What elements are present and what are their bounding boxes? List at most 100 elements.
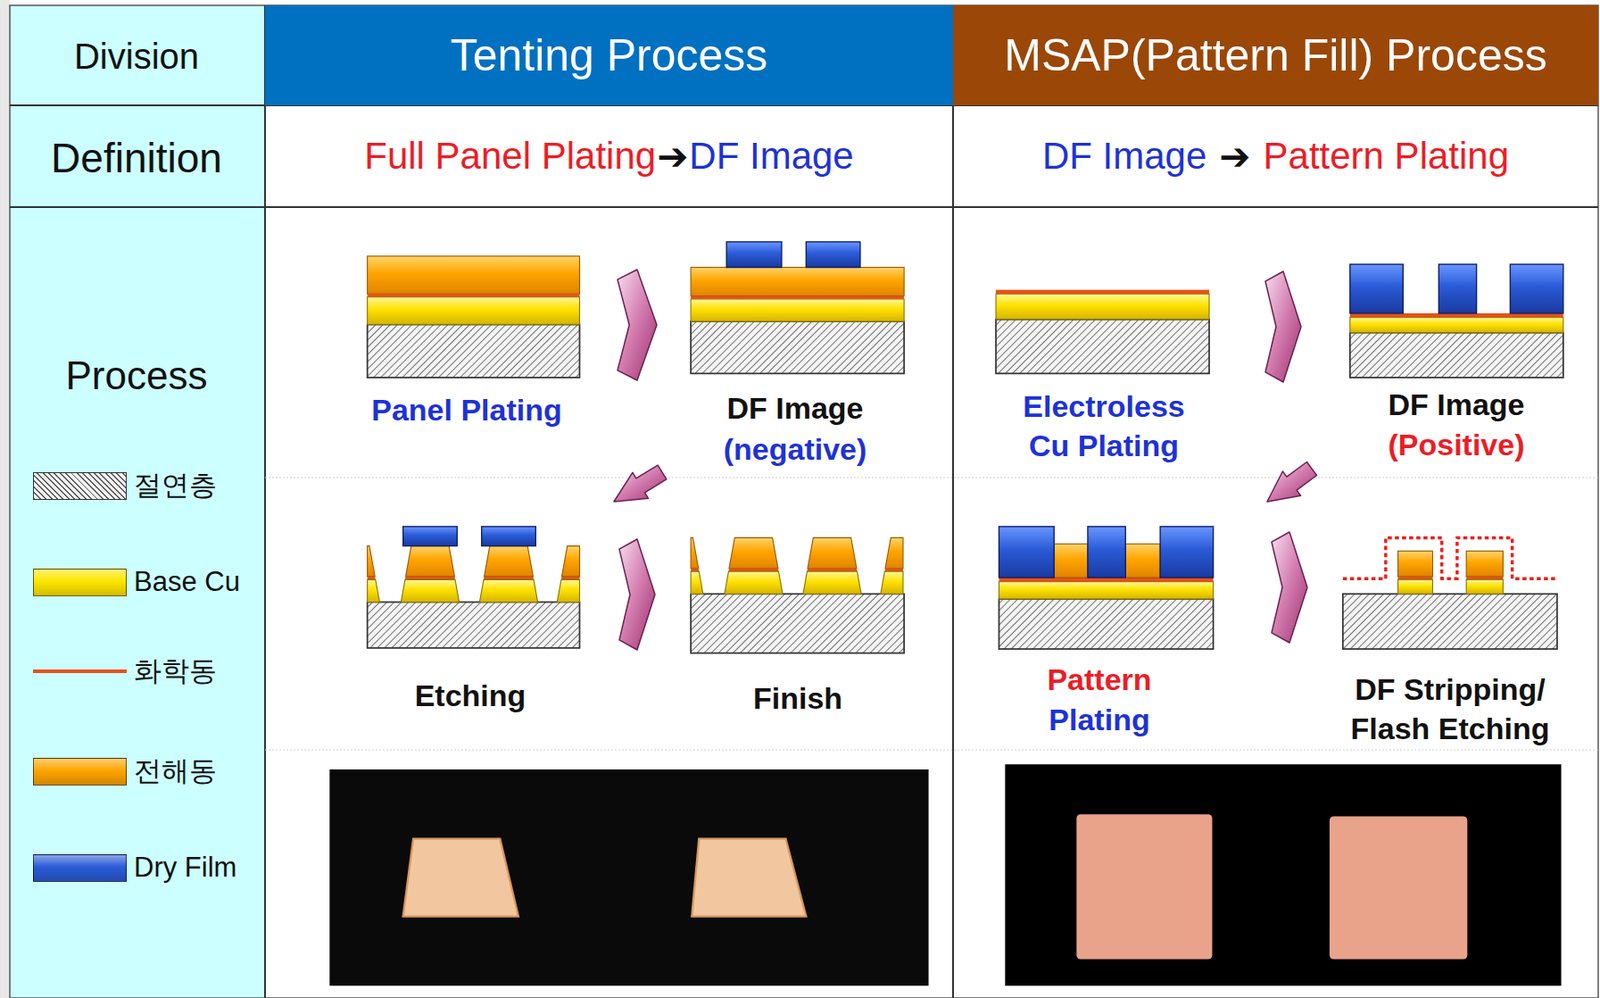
definition-row: DF Image➔Pattern Plating: [953, 105, 1599, 208]
chemical-cu-layer: [998, 577, 1213, 582]
legend-swatch: [33, 472, 127, 500]
electro-cu-trace: [367, 546, 376, 577]
step-caption: Plating: [1048, 699, 1150, 739]
electro-cu-trace: [484, 546, 534, 577]
insulation-layer: [367, 324, 581, 378]
base-cu-trace: [479, 579, 538, 602]
step-caption: Electroless Cu Plating: [1008, 386, 1201, 465]
process-step: Etching: [356, 501, 620, 759]
process-step: Finish: [654, 501, 923, 759]
legend-text: 절연층: [133, 466, 217, 505]
etching-stack: [367, 526, 581, 648]
insulation-layer: [995, 319, 1210, 374]
chemical-cu-layer: [1350, 313, 1564, 318]
step-caption: Pattern: [1046, 659, 1152, 699]
definition-text: Pattern Plating: [1263, 134, 1510, 178]
process-arrow: [617, 269, 657, 381]
electro-cu-layer: [690, 267, 904, 297]
electro-cu-fill: [1125, 543, 1161, 578]
sub-row-line: [265, 749, 1599, 751]
dry-film: [726, 241, 782, 268]
electro-cu-trace: [1466, 550, 1503, 577]
process-arrow: [613, 464, 667, 502]
table-border: [9, 5, 1599, 998]
step-caption: Etching: [414, 675, 527, 715]
removed-outline: [1343, 537, 1558, 579]
df-image-negative-stack: [690, 241, 904, 374]
base-cu-layer: [998, 581, 1213, 599]
process-illustrations: [329, 241, 1563, 986]
copper-trace: [1329, 816, 1468, 960]
legend-entry: Base Cu: [33, 562, 241, 602]
panel-plating-stack: [367, 256, 581, 378]
electroless-stack: [995, 290, 1210, 374]
process-arrow: [619, 538, 655, 650]
base-cu-trace: [556, 579, 580, 602]
step-caption: DF Image: [1387, 384, 1525, 424]
base-cu-layer: [367, 297, 581, 325]
chemical-cu-layer: [367, 293, 581, 297]
legend-swatch: [33, 568, 127, 597]
electro-cu-trace: [1398, 550, 1434, 577]
insulation-layer: [1343, 593, 1558, 649]
step-caption: (Positive): [1387, 424, 1525, 465]
photo-ground: [329, 769, 929, 986]
step-caption: Finish: [753, 678, 843, 718]
dry-film: [1350, 264, 1403, 314]
step-caption: (negative): [723, 429, 868, 469]
dry-film: [805, 241, 861, 268]
dry-film: [1509, 264, 1563, 314]
legend-text: 화학동: [133, 652, 217, 690]
definition-text: Full Panel Plating: [364, 134, 656, 178]
column-header: MSAP(Pattern Fill) Process: [953, 5, 1599, 106]
sub-row-line: [265, 477, 1599, 479]
header-text: Tenting Process: [450, 29, 769, 82]
copper-trace: [1076, 813, 1212, 959]
row-heading: Process: [66, 353, 208, 398]
base-cu-trace: [1398, 579, 1434, 594]
column-line: [264, 5, 266, 998]
step-caption: DF Stripping/ Flash Etching: [1329, 669, 1571, 748]
dry-film: [1160, 526, 1213, 578]
definition-text: DF Image: [1042, 134, 1207, 178]
finished-traces: [690, 537, 904, 594]
etched-traces: [367, 546, 581, 603]
process-step: DF Stripping/ Flash Etching: [1307, 501, 1586, 759]
legend-text: 전해동: [133, 752, 217, 790]
msap-cross-section-photo: [1004, 763, 1561, 986]
process-arrow: [1265, 271, 1302, 382]
column-header: Tenting Process: [265, 5, 954, 106]
definition-text: DF Image: [688, 134, 854, 178]
insulation-layer: [998, 598, 1213, 649]
dry-film: [403, 526, 458, 547]
legend-entry: 절연층: [33, 465, 217, 506]
finish-stack: [690, 537, 904, 653]
label-column: [9, 5, 266, 998]
insulation-layer: [690, 321, 904, 374]
electro-cu-layer: [367, 256, 581, 294]
header-text: MSAP(Pattern Fill) Process: [1003, 29, 1547, 82]
base-cu-layer: [1350, 317, 1564, 333]
chemical-cu-layer: [995, 290, 1210, 295]
legend-text: Base Cu: [133, 565, 241, 598]
process-step: PatternPlating: [981, 501, 1272, 759]
process-step: DF Image(Positive): [1301, 236, 1585, 469]
process-arrow: [1267, 461, 1318, 502]
insulation-layer: [367, 601, 581, 647]
base-cu-trace: [400, 579, 459, 602]
df-image-positive-stack: [1350, 264, 1564, 378]
photo-ground: [1004, 763, 1561, 986]
legend-entry: 전해동: [33, 751, 217, 791]
dry-film: [1438, 264, 1476, 314]
step-caption: DF Image: [726, 388, 863, 428]
process-step: DF Image(negative): [656, 236, 925, 473]
electro-cu-fill: [1053, 543, 1088, 578]
row-heading: Division: [74, 36, 199, 77]
step-caption: Panel Plating: [371, 389, 563, 430]
flow-arrow-glyph: ➔: [656, 134, 689, 179]
definition-row: Full Panel Plating➔DF Image: [265, 105, 954, 208]
pattern-plating-stack: [998, 526, 1213, 649]
legend-text: Dry Film: [133, 851, 237, 884]
dry-film: [1087, 526, 1126, 578]
